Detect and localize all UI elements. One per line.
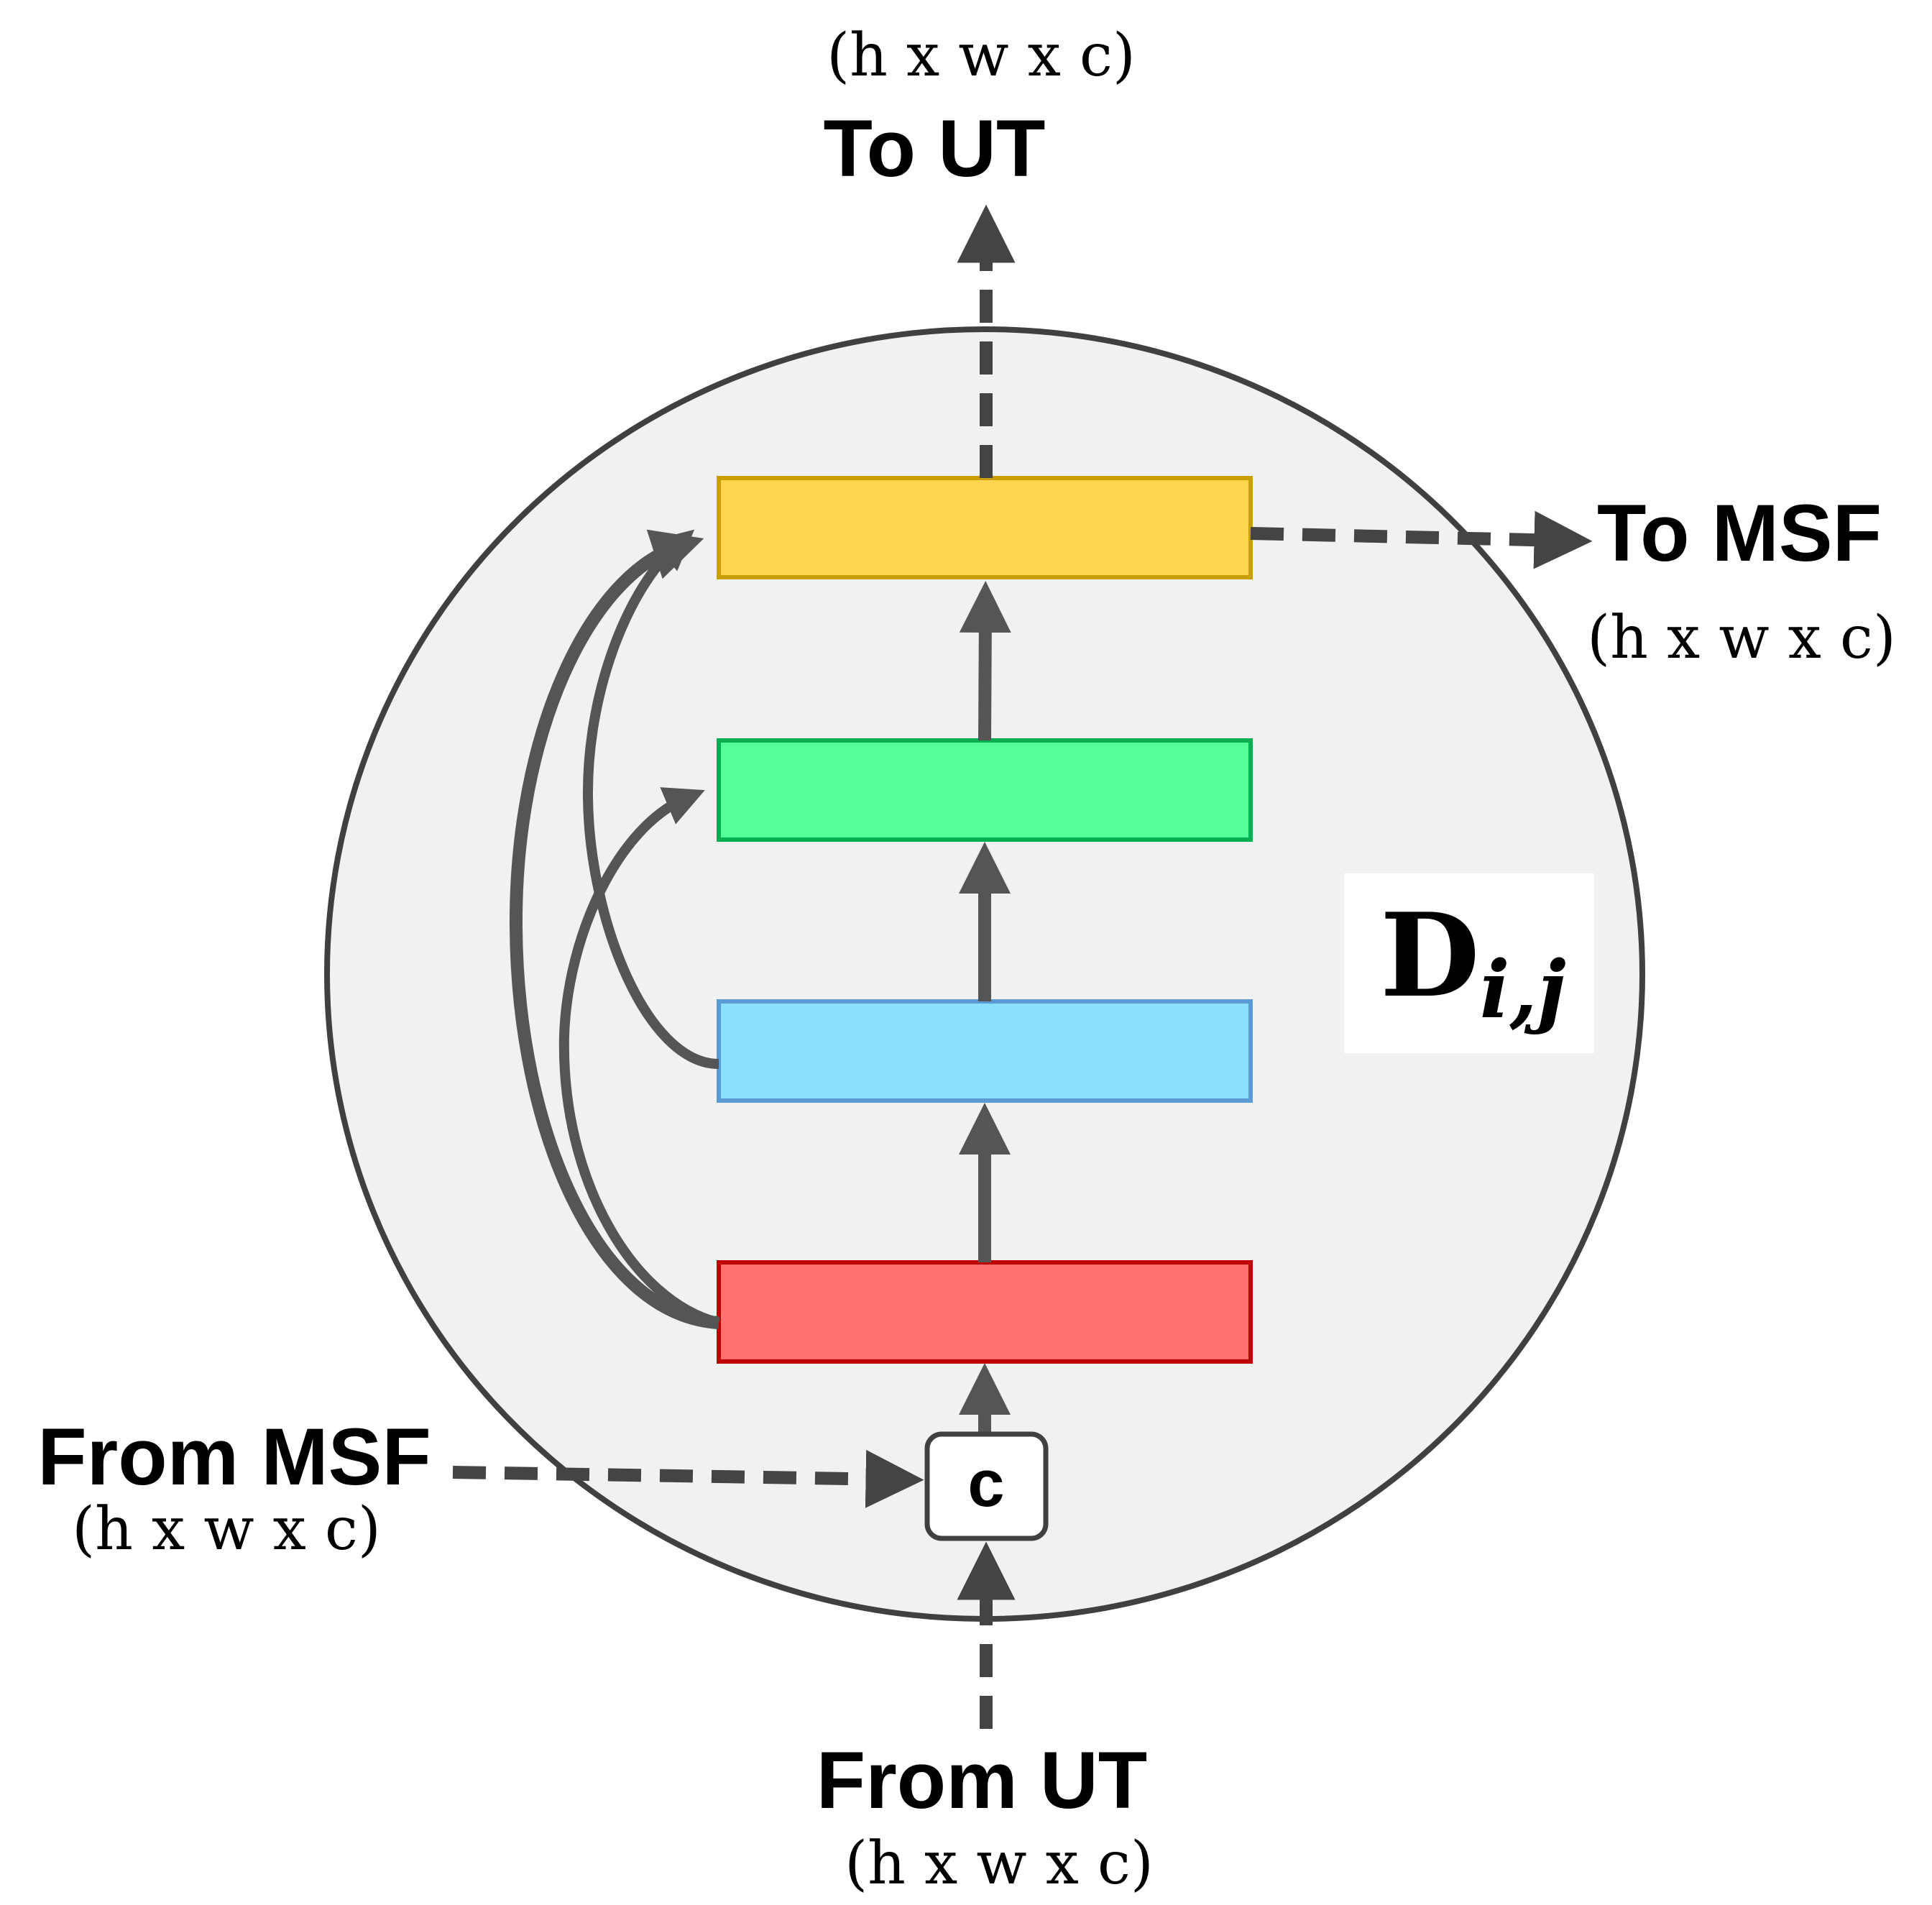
layer-yellow xyxy=(717,476,1253,579)
top-out-dim: (h x w x c) xyxy=(827,22,1136,90)
layer-red xyxy=(717,1260,1253,1364)
block-name: Di,j xyxy=(1380,888,1566,1036)
skip-blue-to-yellow xyxy=(582,529,719,1069)
skip-red-to-green xyxy=(558,787,720,1328)
layer-green xyxy=(717,738,1253,842)
right-out-dim: (h x w x c) xyxy=(1587,604,1896,672)
left-in-title: From MSF xyxy=(37,1412,431,1502)
right-out-title: To MSF xyxy=(1597,488,1882,578)
block-name-main: D xyxy=(1380,888,1480,1023)
concat-node xyxy=(924,1431,1049,1541)
bottom-in-title: From UT xyxy=(816,1735,1147,1825)
top-out-title: To UT xyxy=(824,104,1046,193)
left-in-dim: (h x w x c) xyxy=(72,1495,381,1564)
bottom-in-dim: (h x w x c) xyxy=(845,1830,1154,1898)
arrow-to-msf xyxy=(1250,510,1593,569)
block-name-sub: i,j xyxy=(1480,943,1566,1036)
block-name-bg xyxy=(1344,873,1594,1053)
layer-blue xyxy=(717,999,1253,1103)
concat-symbol: c xyxy=(967,1447,1004,1520)
skip-red-to-yellow xyxy=(509,529,719,1329)
arrow-from-msf xyxy=(452,1449,924,1508)
